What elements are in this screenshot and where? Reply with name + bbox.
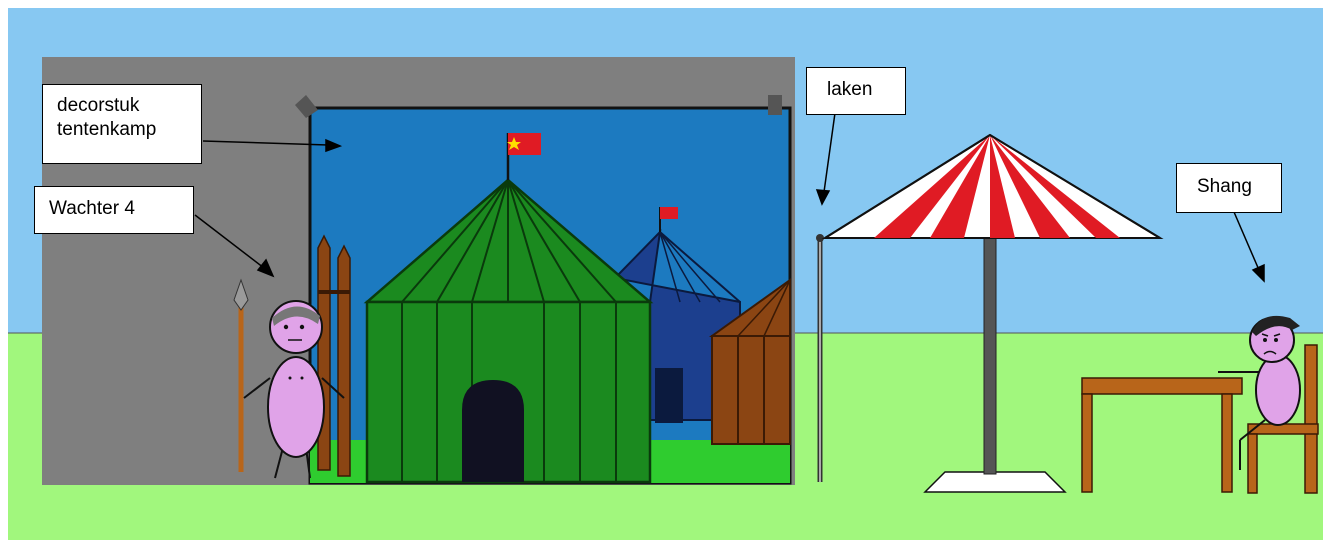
chinese-flag-icon <box>508 133 541 155</box>
callout-decor-piece: decorstuk tentenkamp <box>42 84 202 164</box>
callout-guard-text: Wachter 4 <box>49 198 135 219</box>
chair <box>1247 344 1319 494</box>
parasol <box>821 133 1164 493</box>
callout-guard: Wachter 4 <box>34 186 194 234</box>
callout-decor-line1: decorstuk <box>57 95 140 116</box>
brown-tent <box>708 278 791 445</box>
guard-figure <box>233 278 345 479</box>
callout-shang: Shang <box>1176 163 1282 213</box>
callout-sheet-text: laken <box>827 79 873 100</box>
table <box>1081 377 1243 493</box>
tent-door <box>462 380 524 482</box>
callout-decor-line2: tentenkamp <box>57 119 157 140</box>
green-tent <box>363 133 654 484</box>
callout-sheet: laken <box>806 67 906 115</box>
chinese-flag-icon <box>660 207 678 219</box>
shang-figure <box>1218 315 1301 470</box>
sheet-pole <box>816 234 824 482</box>
annotation-arrows <box>194 112 1265 283</box>
callout-shang-text: Shang <box>1197 176 1252 197</box>
